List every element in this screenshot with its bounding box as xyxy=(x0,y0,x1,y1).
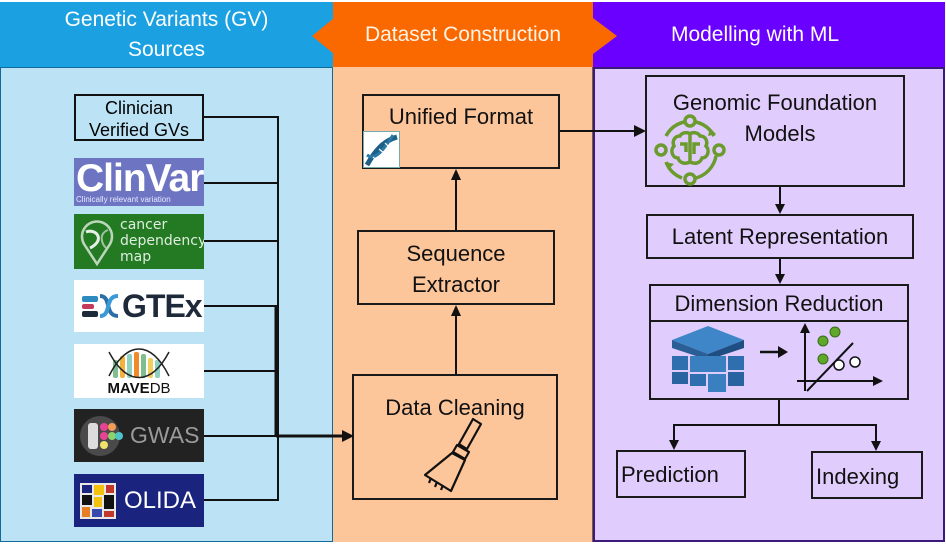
sequence-extractor-box: Sequence Extractor xyxy=(357,230,555,305)
source-gtex-logo: GTEx xyxy=(74,280,204,332)
sequence-extractor-label-line1: Sequence xyxy=(406,241,506,266)
data-cleaning-box: Data Cleaning xyxy=(352,374,558,500)
prediction-box: Prediction xyxy=(616,450,746,498)
sources-header-bg xyxy=(0,2,333,67)
clinvar-tagline: Clinically relevant variation xyxy=(76,195,171,204)
prediction-label: Prediction xyxy=(621,462,719,487)
sequence-extractor-label-line2: Extractor xyxy=(411,272,501,297)
gfm-label-line2: Models xyxy=(744,121,816,146)
latent-representation-label: Latent Representation xyxy=(671,224,889,249)
indexing-box: Indexing xyxy=(811,451,923,499)
sources-title-line2: Sources xyxy=(127,38,206,61)
gwas-name: GWAS xyxy=(130,422,200,448)
gtex-name: GTEx xyxy=(122,288,203,324)
olida-name: OLIDA xyxy=(124,487,197,514)
header-arrow-left xyxy=(312,18,334,54)
header-arrow-right xyxy=(593,18,617,54)
clinvar-name: ClinVar xyxy=(76,158,204,200)
sources-title-line1: Genetic Variants (GV) xyxy=(64,8,269,31)
unified-format-label: Unified Format xyxy=(388,104,534,129)
latent-representation-box: Latent Representation xyxy=(646,214,914,259)
dimension-reduction-label: Dimension Reduction xyxy=(674,291,884,316)
modelling-panel xyxy=(593,67,945,542)
sources-title: Genetic Variants (GV) Sources xyxy=(0,4,333,66)
source-gwas-logo: GWAS xyxy=(74,409,204,462)
gfm-label-line1: Genomic Foundation xyxy=(672,90,878,115)
arrowhead-to-unified xyxy=(451,169,461,180)
mavedb-name: MAVEDB xyxy=(107,380,171,397)
dataset-header-bg xyxy=(333,2,593,67)
depmap-pin-icon xyxy=(80,220,114,266)
genomic-foundation-models-box: Genomic Foundation Models xyxy=(645,75,905,187)
broom-icon xyxy=(423,417,483,493)
arrowhead-to-seq xyxy=(451,305,461,316)
indexing-label: Indexing xyxy=(816,464,900,489)
dataset-title: Dataset Construction xyxy=(364,23,562,46)
arrowhead-to-cleaning xyxy=(342,430,354,442)
arrowhead-to-prediction xyxy=(669,440,679,450)
mavedb-helix-icon xyxy=(108,348,170,379)
source-olida-logo: OLIDA xyxy=(74,474,204,527)
arrowhead-to-latent xyxy=(775,204,785,214)
dimension-reduction-illustration xyxy=(649,320,909,400)
brain-cycle-icon xyxy=(654,114,726,186)
olida-mosaic-icon xyxy=(80,483,116,519)
scatter-plot-icon xyxy=(797,323,883,392)
data-cleaning-label: Data Cleaning xyxy=(385,395,525,420)
source-mavedb-logo: MAVEDB xyxy=(74,344,204,398)
gtex-dna-icon xyxy=(82,294,119,318)
gwas-cell-icon xyxy=(80,416,123,456)
dimension-reduction-box: Dimension Reduction xyxy=(649,284,909,322)
modelling-header-bg xyxy=(593,2,945,67)
clinician-label-line1: Clinician xyxy=(104,98,174,118)
cube-stack-icon xyxy=(672,326,744,392)
unified-format-box: Unified Format xyxy=(362,94,560,169)
arrowhead-to-indexing xyxy=(871,441,881,451)
source-clinician-verified: Clinician Verified GVs xyxy=(74,94,204,141)
modelling-title: Modelling with ML xyxy=(670,23,840,46)
clinician-label-line2: Verified GVs xyxy=(88,120,190,140)
arrowhead-to-dimred xyxy=(775,274,785,284)
arrowhead-to-gfm xyxy=(634,125,646,137)
source-clinvar-logo: ClinVar Clinically relevant variation xyxy=(74,158,204,206)
arrow-right-icon xyxy=(760,346,788,358)
dna-icon xyxy=(363,131,400,168)
